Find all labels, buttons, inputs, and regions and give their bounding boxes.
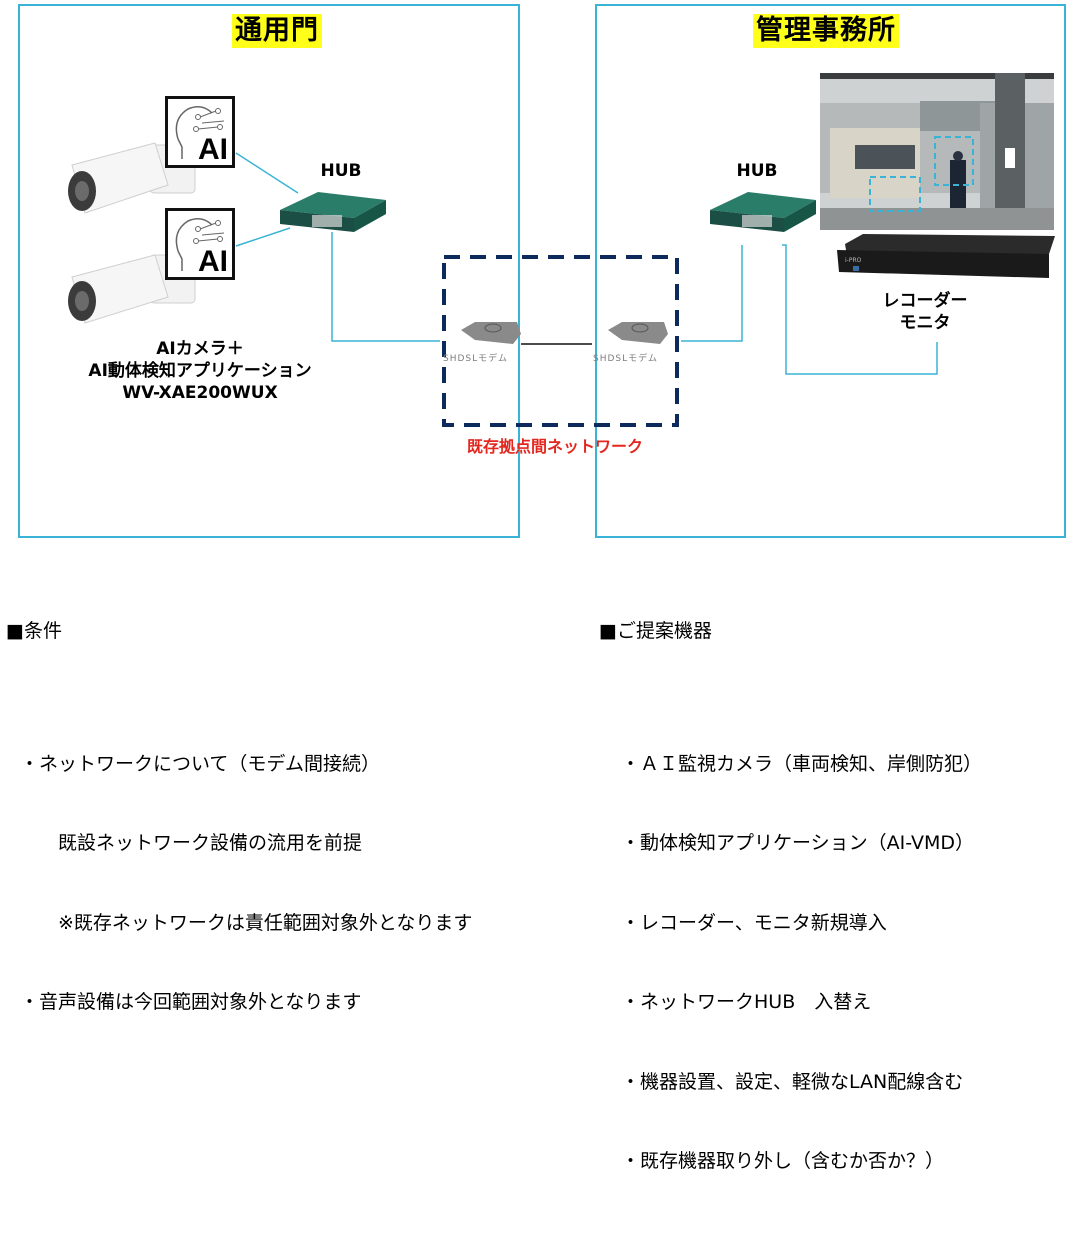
network-label: 既存拠点間ネットワーク: [467, 437, 644, 456]
ai-camera-1: [68, 142, 196, 214]
conditions-heading: ■条件: [6, 620, 62, 642]
zone-main-gate: [18, 4, 520, 538]
zone-title-main-gate: 通用門: [232, 14, 322, 48]
hub-right: [710, 192, 816, 232]
monitor-image: [820, 73, 1054, 230]
conditions-item: 既設ネットワーク設備の流用を前提: [20, 832, 363, 854]
recorder-caption-line: モニタ: [899, 313, 951, 333]
ai-head-icon: [175, 106, 225, 159]
wire-camera2-hub: [235, 227, 291, 247]
hub-left-label: HUB: [320, 161, 362, 181]
modem-right: [608, 322, 668, 344]
proposal-item: ・ネットワークHUB 入替え: [621, 991, 872, 1013]
connection-lines: [235, 152, 938, 427]
proposal-item: ・機器設置、設定、軽微なLAN配線含む: [621, 1070, 964, 1093]
conditions-item: ※既存ネットワークは責任範囲対象外となります: [20, 911, 473, 934]
modem-left: [461, 322, 521, 344]
hub-right-label: HUB: [736, 161, 778, 181]
camera-caption-line: AIカメラ＋: [156, 339, 244, 359]
recorder-caption-line: レコーダー: [882, 291, 968, 311]
recorder-caption: レコーダー モニタ: [860, 290, 990, 334]
ai-badge-text: AI: [198, 133, 228, 166]
camera-caption-line: WV-XAE200WUX: [122, 383, 278, 403]
wire-hub-recorder: [782, 244, 938, 375]
conditions-item: ・ネットワークについて（モデム間接続）: [20, 752, 381, 775]
ai-badge-text: AI: [198, 245, 228, 278]
conditions-item: ・音声設備は今回範囲対象外となります: [20, 991, 362, 1013]
proposal-item: ・動体検知アプリケーション（AI-VMD）: [621, 832, 974, 854]
ai-badge-1: AI: [165, 96, 235, 168]
recorder-brand: i-PRO: [845, 257, 862, 264]
proposal-section: ■ご提案機器 ・ＡＩ監視カメラ（車両検知、岸側防犯） ・動体検知アプリケーション…: [599, 565, 982, 1254]
conditions-section: ■条件 ・ネットワークについて（モデム間接続） 既設ネットワーク設備の流用を前提…: [6, 565, 472, 1095]
modem-left-label: SHDSLモデム: [443, 354, 508, 364]
recorder-image: i-PRO: [837, 234, 1055, 278]
ai-head-icon: [175, 218, 225, 271]
wire-hub-left-modem: [331, 232, 440, 342]
modem-right-label: SHDSLモデム: [593, 354, 658, 364]
proposal-item: ・ＡＩ監視カメラ（車両検知、岸側防犯）: [621, 752, 983, 775]
wire-camera1-hub: [235, 152, 299, 194]
wire-right-modem-hub: [681, 245, 743, 342]
existing-network-box: [442, 255, 679, 427]
camera-caption: AIカメラ＋ AI動体検知アプリケーション WV-XAE200WUX: [40, 338, 360, 404]
proposal-heading: ■ご提案機器: [599, 620, 712, 642]
zone-title-management-office: 管理事務所: [753, 14, 899, 48]
proposal-item: ・既存機器取り外し（含むか否か？）: [621, 1150, 945, 1172]
proposal-item: ・レコーダー、モニタ新規導入: [621, 911, 887, 934]
hub-left: [280, 192, 386, 232]
ai-badge-2: AI: [165, 208, 235, 280]
zone-management-office: [595, 4, 1066, 538]
camera-caption-line: AI動体検知アプリケーション: [88, 361, 312, 381]
